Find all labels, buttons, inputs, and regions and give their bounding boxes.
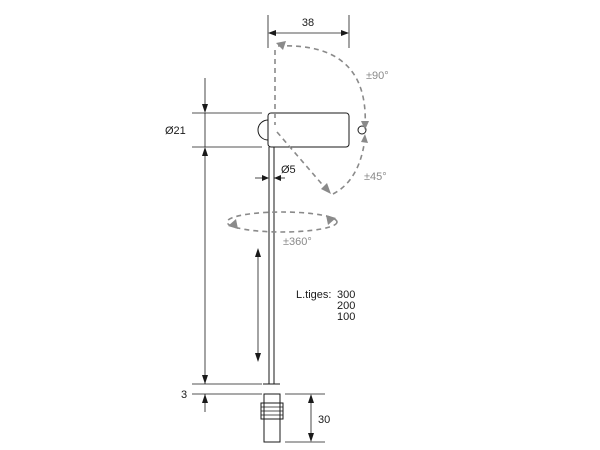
rod [263, 147, 280, 385]
dimension-width-label: 38 [302, 17, 314, 29]
dimension-rod-diameter: Ø5 [255, 164, 296, 181]
dimension-rod-length [192, 156, 262, 385]
dimension-head-diameter-label: Ø21 [165, 125, 186, 137]
dimension-width: 38 [267, 15, 350, 48]
tilt-down-indicator: ±45° [276, 131, 387, 195]
dimension-gap-label: 3 [181, 389, 187, 401]
rod-lengths-note: L.tiges: 300 200 100 [296, 289, 355, 323]
dimension-thread-length: 30 [285, 393, 330, 443]
rod-length-value: 300 [337, 289, 355, 301]
rotation-indicator: ±360° [226, 211, 338, 248]
rod-length-value: 100 [337, 311, 355, 323]
rod-length-value: 200 [337, 300, 355, 312]
tilt-down-label: ±45° [364, 171, 387, 183]
rod-lengths-title: L.tiges: [296, 289, 331, 301]
dimension-gap: 3 [181, 389, 262, 412]
rod-length-indicator [255, 248, 261, 362]
tilt-up-label: ±90° [366, 70, 389, 82]
rotation-label: ±360° [283, 236, 312, 248]
dimension-rod-diameter-label: Ø5 [281, 164, 296, 176]
dimension-thread-length-label: 30 [318, 414, 330, 426]
tilt-up-indicator: ±90° [274, 41, 389, 130]
dimension-head-diameter: Ø21 [165, 78, 262, 156]
lamp-head [257, 112, 367, 148]
threaded-fitting [260, 393, 284, 443]
